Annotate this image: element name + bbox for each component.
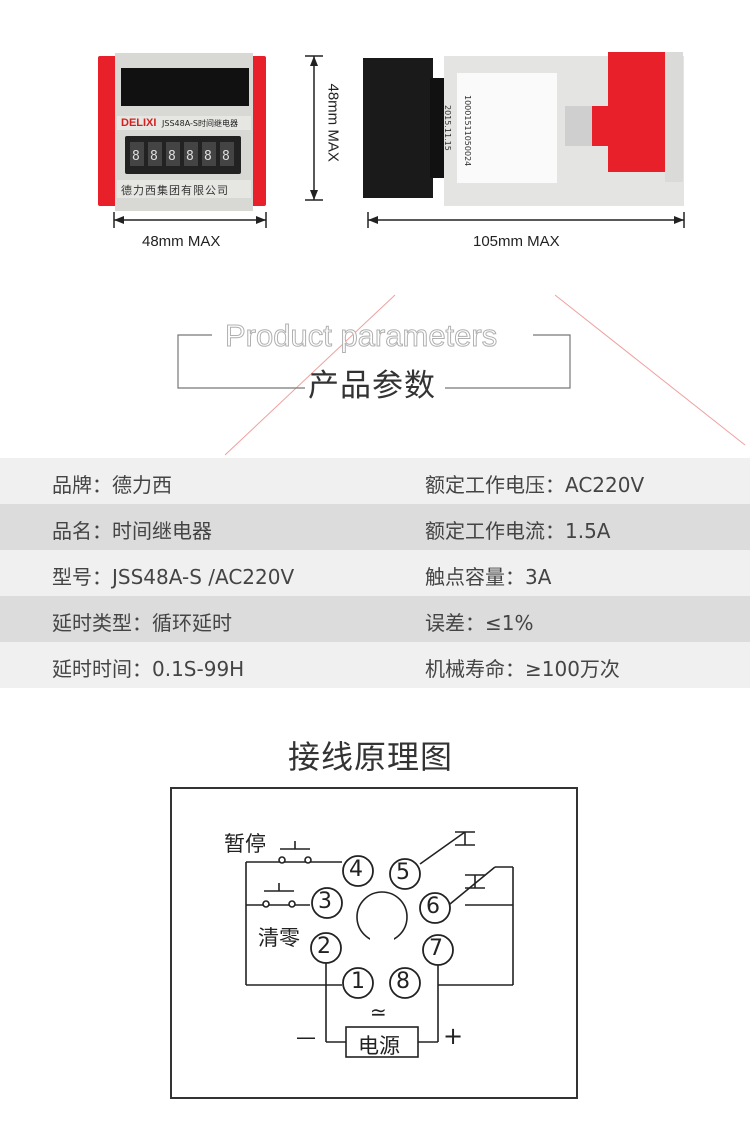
params-row: 延时类型：循环延时 误差：≤1%	[0, 596, 750, 642]
minus-sign: —	[296, 1025, 316, 1049]
svg-text:8: 8	[204, 149, 212, 164]
params-row: 延时时间：0.1S-99H 机械寿命：≥100万次	[0, 642, 750, 688]
param-right: 误差：≤1%	[425, 611, 534, 635]
device-company-label: 德力西集团有限公司	[121, 184, 229, 197]
pin-6	[419, 892, 451, 924]
pin-1	[342, 967, 374, 999]
param-left: 品名：时间继电器	[52, 519, 212, 543]
wiring-title: 接线原理图	[288, 738, 454, 776]
svg-text:8: 8	[150, 149, 158, 164]
power-label: 电源	[358, 1034, 400, 1058]
front-height-label: 48mm MAX	[324, 83, 342, 162]
banner-decoration	[177, 294, 746, 456]
side-label-date: 2015.11.15	[443, 105, 452, 151]
device-logo: DELIXI	[121, 117, 157, 129]
pin-2	[310, 932, 342, 964]
pin-label-6: 6	[426, 894, 440, 919]
pin-label-5: 5	[396, 860, 410, 885]
params-table: 品牌：德力西 额定工作电压：AC220V 品名：时间继电器 额定工作电流：1.5…	[0, 458, 750, 688]
param-left: 品牌：德力西	[52, 473, 172, 497]
param-left: 延时类型：循环延时	[52, 611, 232, 635]
svg-text:8: 8	[168, 149, 176, 164]
param-left: 型号：JSS48A-S /AC220V	[52, 565, 295, 589]
pin-label-7: 7	[429, 936, 443, 961]
param-right: 额定工作电流：1.5A	[425, 519, 611, 543]
pin-label-8: 8	[396, 969, 410, 994]
pin-label-1: 1	[351, 969, 365, 994]
pin-8	[389, 967, 421, 999]
ac-symbol: ≃	[370, 1000, 387, 1024]
wiring-diagram-frame	[170, 787, 578, 1099]
svg-text:8: 8	[132, 149, 140, 164]
plus-sign: +	[443, 1022, 464, 1050]
pin-label-4: 4	[349, 857, 363, 882]
pin-5	[389, 858, 421, 890]
pin-label-3: 3	[318, 889, 332, 914]
param-right: 机械寿命：≥100万次	[425, 657, 620, 681]
pin-4	[342, 855, 374, 887]
side-label-serial: 10001511050024	[463, 95, 472, 167]
side-length-label: 105mm MAX	[473, 233, 560, 250]
param-right: 额定工作电压：AC220V	[425, 473, 645, 497]
side-view-illustration	[363, 52, 684, 206]
side-length-dimension-line	[367, 212, 685, 228]
pin-7	[422, 934, 454, 966]
pin-label-2: 2	[317, 934, 331, 959]
wiring-diagram	[245, 831, 514, 1058]
params-row: 型号：JSS48A-S /AC220V 触点容量：3A	[0, 550, 750, 596]
reset-label: 清零	[258, 926, 300, 950]
params-row: 品名：时间继电器 额定工作电流：1.5A	[0, 504, 750, 550]
front-height-dimension-line	[305, 55, 323, 201]
param-right: 触点容量：3A	[425, 565, 552, 589]
params-row: 品牌：德力西 额定工作电压：AC220V	[0, 458, 750, 504]
front-view-illustration: 8 8 8 8 8 8	[98, 53, 266, 211]
svg-text:8: 8	[222, 149, 230, 164]
banner-title-en: Product parameters	[224, 318, 498, 354]
pause-label: 暂停	[224, 832, 266, 856]
device-model-label: JSS48A-S时间继电器	[162, 119, 238, 128]
banner-title-cn: 产品参数	[308, 368, 436, 404]
front-width-label: 48mm MAX	[142, 233, 221, 250]
pin-3	[311, 887, 343, 919]
front-width-dimension-line	[113, 212, 267, 228]
param-left: 延时时间：0.1S-99H	[52, 657, 245, 681]
svg-text:8: 8	[186, 149, 194, 164]
